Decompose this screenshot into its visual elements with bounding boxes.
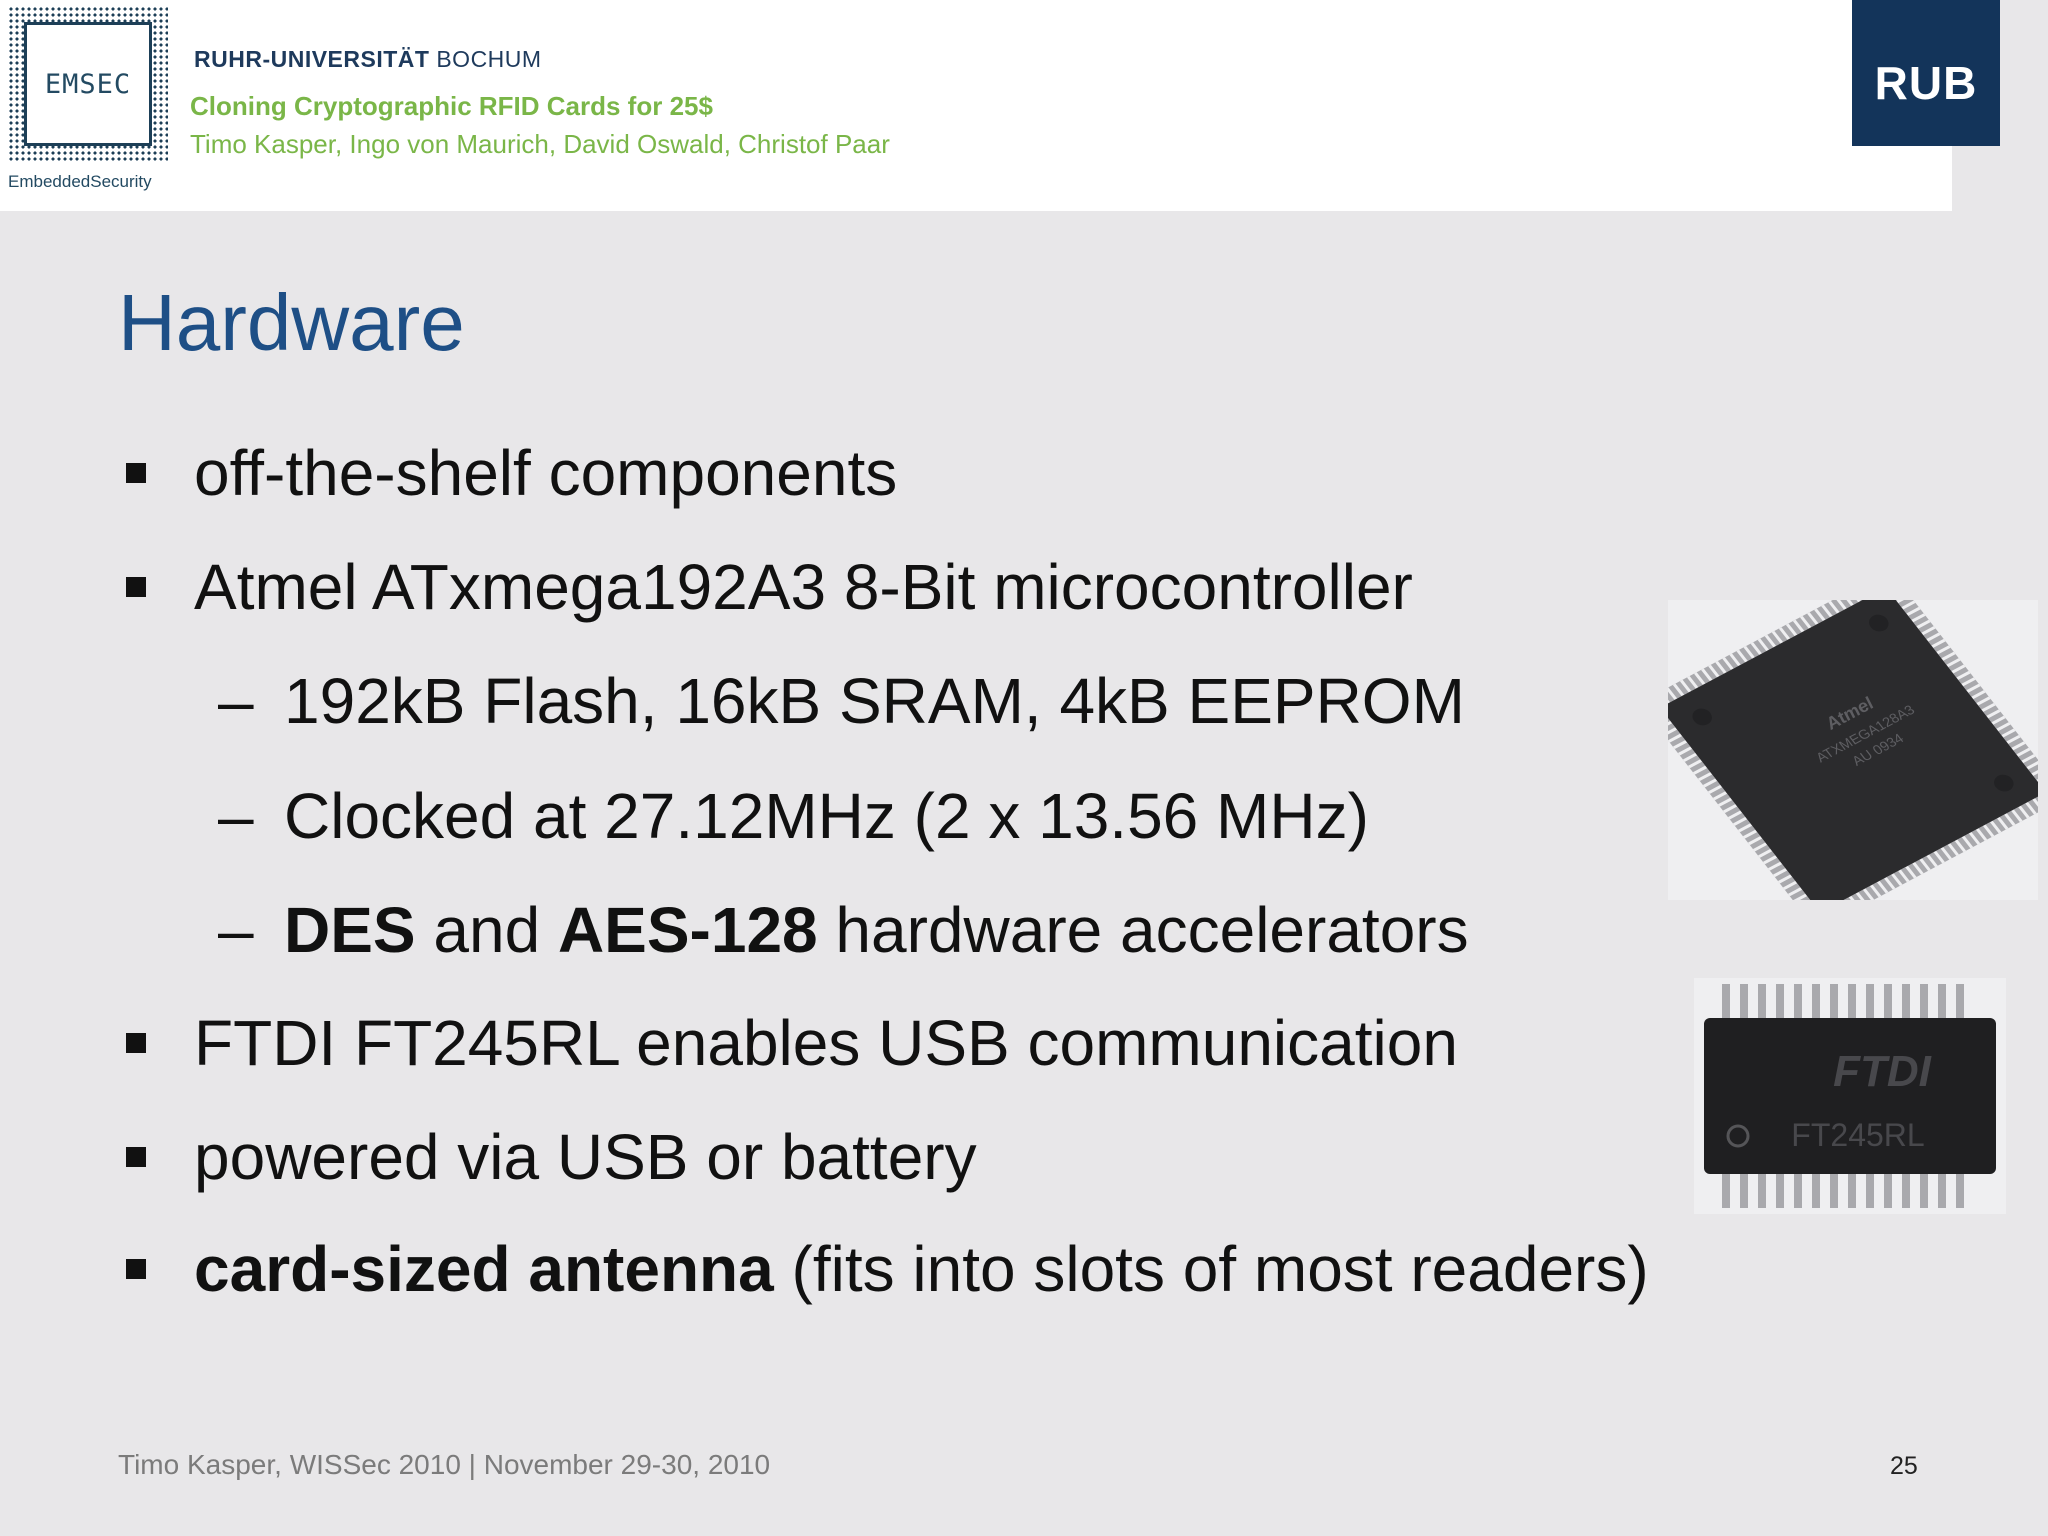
bullet-power: powered via USB or battery [194, 1121, 977, 1193]
rub-logo-text: RUB [1874, 57, 1978, 109]
and-text: and [415, 894, 558, 966]
talk-authors: Timo Kasper, Ingo von Maurich, David Osw… [190, 129, 890, 159]
bullet-ftdi: FTDI FT245RL enables USB communication [194, 1007, 1458, 1079]
sub-bullet-dash: – [218, 780, 254, 852]
aes-bold: AES-128 [557, 894, 818, 966]
sub-bullet-accelerators: DES and AES-128 hardware accelerators [284, 893, 1469, 967]
bullet-marker [126, 1259, 146, 1279]
ftdi-chip-brand: FTDI [1833, 1047, 1932, 1096]
ft245rl-chip-image: FTDI FT245RL [1694, 978, 2006, 1214]
talk-title: Cloning Cryptographic RFID Cards for 25$ [190, 91, 713, 121]
bullet-off-the-shelf: off-the-shelf components [194, 437, 898, 509]
emsec-logo-caption: EmbeddedSecurity [8, 172, 152, 191]
university-name-bold: RUHR-UNIVERSITÄT [194, 46, 430, 72]
bullet-marker [126, 1147, 146, 1167]
slide-title: Hardware [118, 278, 465, 367]
ftdi-chip-model: FT245RL [1791, 1117, 1924, 1153]
antenna-bold: card-sized antenna [194, 1233, 774, 1305]
antenna-rest: (fits into slots of most readers) [773, 1233, 1649, 1305]
rub-logo: RUB [1852, 0, 2000, 146]
bullet-marker [126, 463, 146, 483]
slide-header: EMSEC EmbeddedSecurity RUHR-UNIVERSITÄT … [0, 0, 1952, 211]
emsec-logo: EMSEC EmbeddedSecurity [8, 6, 168, 198]
sub-bullet-dash: – [218, 665, 254, 737]
page-number: 25 [1890, 1452, 1918, 1480]
sub-bullet-dash: – [218, 894, 254, 966]
bullet-marker [126, 1033, 146, 1053]
university-name: RUHR-UNIVERSITÄT BOCHUM [194, 46, 542, 73]
emsec-logo-text: EMSEC [44, 68, 132, 100]
bullet-microcontroller: Atmel ATxmega192A3 8-Bit microcontroller [194, 551, 1413, 623]
bullet-antenna: card-sized antenna (fits into slots of m… [194, 1232, 1649, 1306]
sub-bullet-clock: Clocked at 27.12MHz (2 x 13.56 MHz) [284, 780, 1369, 852]
accelerators-text: hardware accelerators [817, 894, 1469, 966]
des-bold: DES [284, 894, 416, 966]
sub-bullet-memory: 192kB Flash, 16kB SRAM, 4kB EEPROM [284, 665, 1465, 737]
university-name-regular: BOCHUM [436, 46, 542, 72]
bullet-marker [126, 577, 146, 597]
emsec-logo-box: EMSEC [24, 22, 152, 146]
footer-text: Timo Kasper, WISSec 2010 | November 29-3… [118, 1449, 771, 1480]
atxmega-chip-image: Atmel ATXMEGA128A3 AU 0934 [1668, 600, 2038, 900]
